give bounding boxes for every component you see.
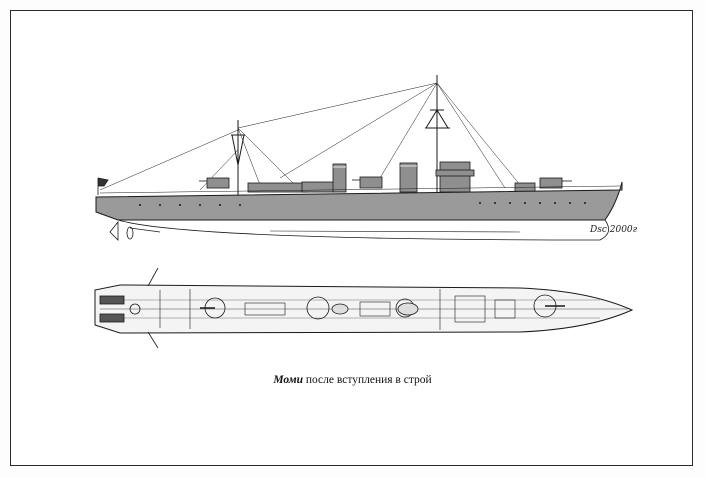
plate-frame [10, 10, 693, 466]
portholes [139, 202, 586, 206]
davits [147, 267, 159, 349]
caption-ship-name: Моми [273, 374, 303, 386]
rigging [99, 82, 521, 191]
funnel-aft [332, 163, 347, 193]
propeller [109, 220, 161, 241]
caption-text: после вступления в строй [302, 374, 432, 386]
side-profile [95, 75, 623, 241]
hull [95, 181, 623, 221]
figure-caption: Моми после вступления в строй [0, 374, 705, 386]
plan-view [94, 267, 634, 349]
funnels-plan [331, 302, 419, 316]
underwater-hull [117, 219, 610, 241]
artist-signature: Dsc 2000г [590, 225, 638, 235]
deck-fittings [159, 289, 516, 330]
stern-gear [99, 295, 141, 323]
ensign-flag [97, 177, 109, 195]
funnel-fore [399, 162, 418, 193]
mainmast [231, 120, 245, 195]
